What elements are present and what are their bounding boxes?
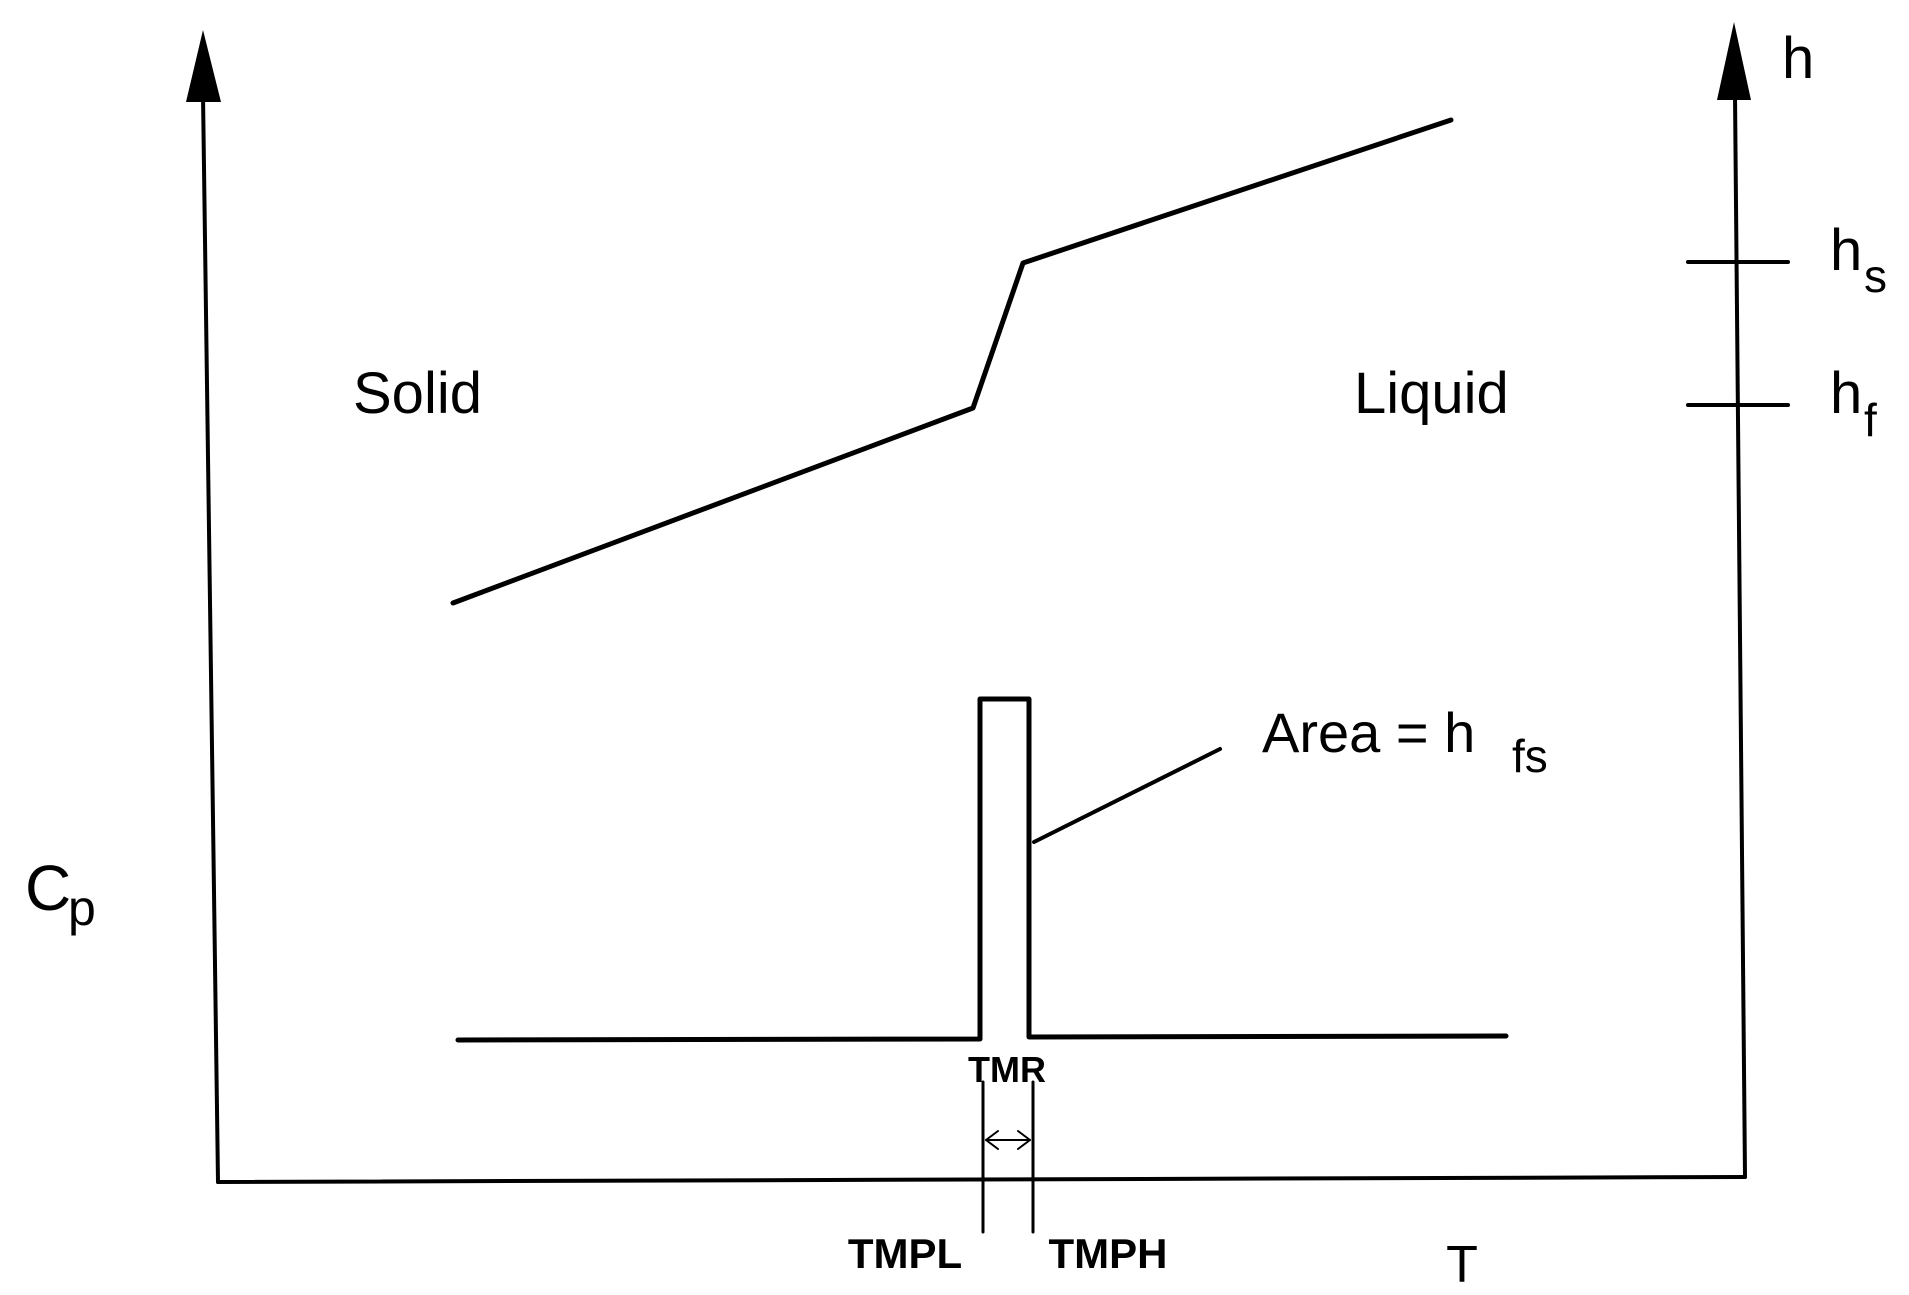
h-axis-label: h <box>1782 26 1814 91</box>
cp-axis-arrowhead <box>186 30 221 102</box>
tmr-label: TMR <box>968 1049 1046 1090</box>
tmr-arrowhead-right <box>1017 1130 1031 1150</box>
cp-curve <box>455 696 1509 1043</box>
h-axis-arrowhead <box>1717 22 1751 100</box>
cp-axis-label: C p <box>25 852 96 936</box>
tmpl-label: TMPL <box>848 1230 962 1277</box>
area-leader-line <box>1032 747 1222 844</box>
solid-label: Solid <box>353 361 482 426</box>
hf-label: h f <box>1830 361 1878 446</box>
hs-label: h s <box>1830 218 1887 302</box>
enthalpy-curve <box>450 117 1454 606</box>
tmph-label: TMPH <box>1049 1230 1168 1277</box>
area-label: Area = h fs <box>1262 701 1548 782</box>
cp-axis-line <box>201 93 220 1184</box>
liquid-label: Liquid <box>1354 361 1509 426</box>
h-axis-line <box>1733 93 1747 1179</box>
t-axis-label: T <box>1446 1236 1478 1294</box>
tmr-arrowhead-left <box>985 1130 999 1150</box>
